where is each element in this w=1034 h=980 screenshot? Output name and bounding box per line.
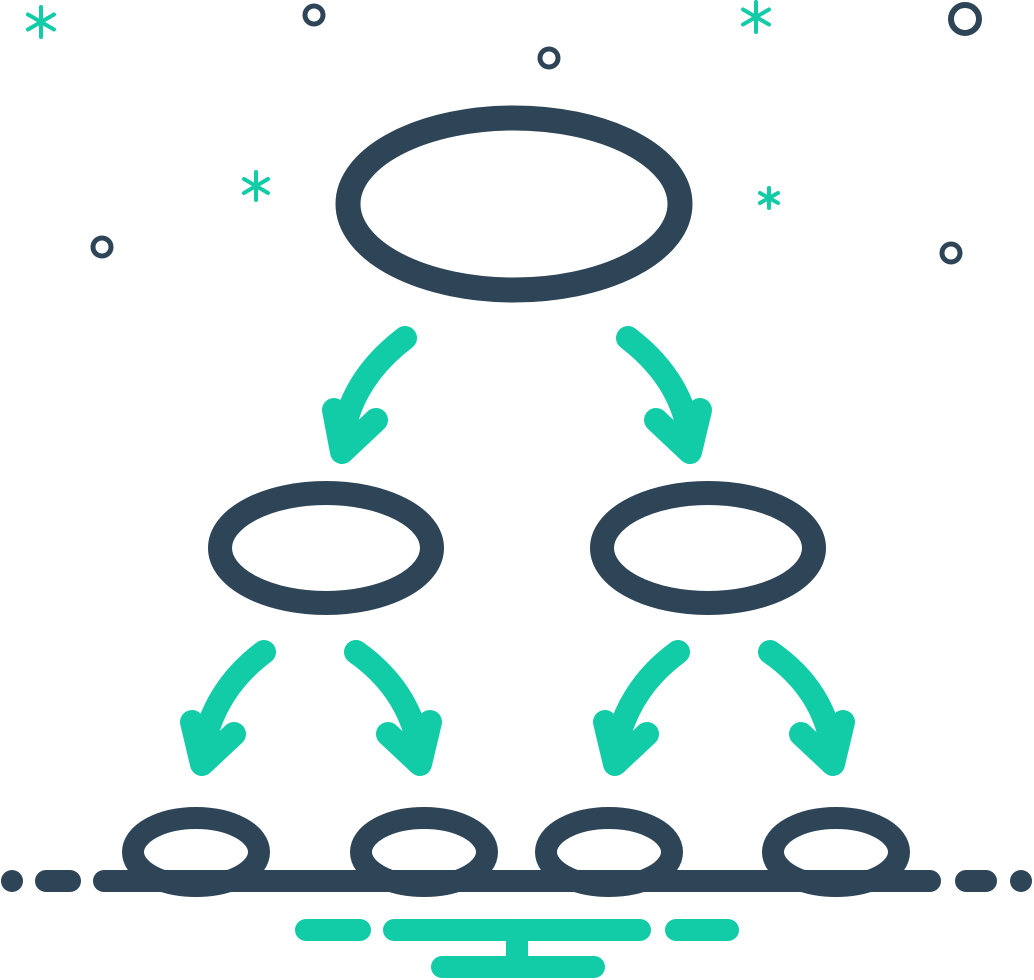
- circle-dot-icon: [939, 241, 963, 265]
- level-2-node-left: [208, 481, 444, 615]
- arrow-icon: [616, 326, 712, 464]
- level-2-node-right: [590, 481, 826, 615]
- circle-dot-icon: [302, 3, 326, 27]
- arrow-icon: [322, 326, 417, 464]
- arrow-icon: [180, 640, 276, 776]
- circle-dot-icon: [537, 46, 561, 70]
- decorative-circles: [90, 2, 982, 265]
- sparkle-icon: [758, 186, 780, 210]
- circle-dot-icon: [90, 235, 114, 259]
- connector-arrows: [180, 326, 855, 776]
- arrow-icon: [593, 640, 690, 776]
- arrow-icon: [344, 640, 442, 776]
- root-node: [335, 105, 693, 303]
- sparkle-icon: [242, 170, 270, 202]
- sparkle-icon: [741, 0, 771, 34]
- arrow-icon: [758, 640, 855, 776]
- sparkle-icon: [26, 5, 56, 39]
- circle-dot-icon: [948, 2, 982, 36]
- decorative-sparkles: [26, 0, 780, 210]
- base-stand: [295, 919, 739, 978]
